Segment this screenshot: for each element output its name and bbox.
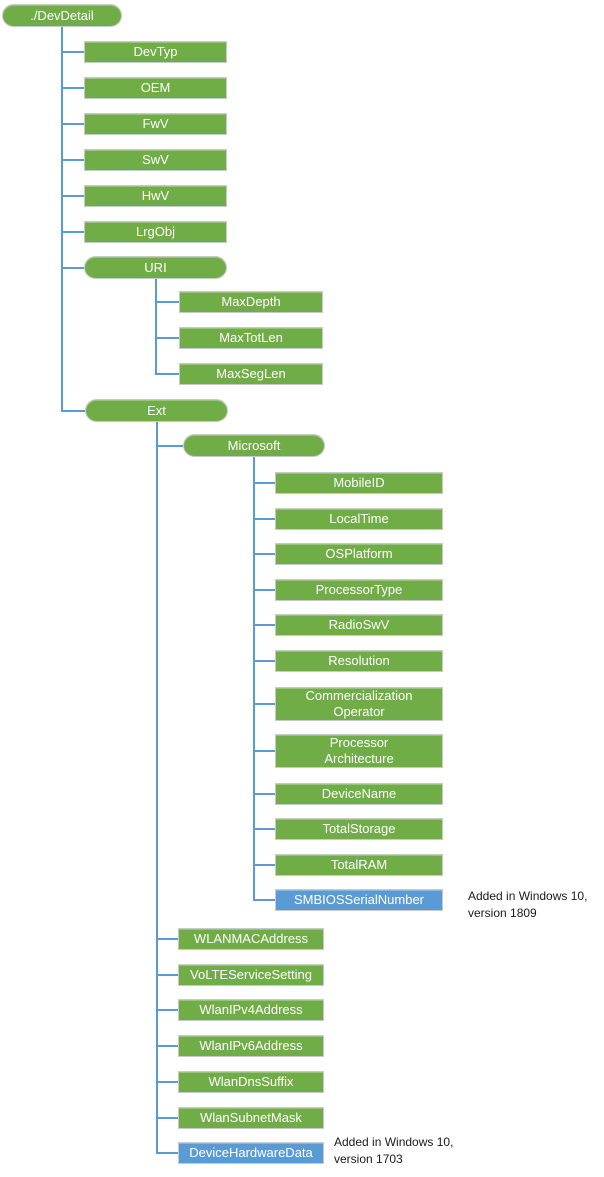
connector-line (157, 1081, 178, 1083)
node-processorarchitecture: Processor Architecture (275, 734, 443, 768)
connector-line (62, 159, 84, 161)
node-devicename: DeviceName (275, 783, 443, 805)
connector-line (157, 445, 183, 447)
node-fwv: FwV (84, 113, 227, 135)
node-swv: SwV (84, 149, 227, 171)
node-radioswv: RadioSwV (275, 614, 443, 636)
node-oem: OEM (84, 77, 227, 99)
node-devtyp: DevTyp (84, 41, 227, 63)
annotation-version-1703: Added in Windows 10, version 1703 (334, 1135, 454, 1166)
connector-line (156, 301, 179, 303)
node-microsoft: Microsoft (183, 434, 325, 457)
connector-line (62, 123, 84, 125)
connector-line (62, 267, 84, 269)
node-hwv: HwV (84, 185, 227, 207)
connector-line (254, 553, 275, 555)
connector-line (157, 1117, 178, 1119)
node-commercializationoperator: Commercialization Operator (275, 687, 443, 721)
annotation-version-1809: Added in Windows 10, version 1809 (468, 889, 588, 920)
node-wlanipv6address: WlanIPv6Address (178, 1035, 324, 1057)
connector-line (62, 231, 84, 233)
connector-line (62, 87, 84, 89)
connector-line (254, 864, 275, 866)
connector-line (254, 750, 275, 752)
node-totalram: TotalRAM (275, 854, 443, 876)
node-wlanipv4address: WlanIPv4Address (178, 999, 324, 1021)
connector-line (254, 899, 275, 901)
node-ext: Ext (85, 399, 228, 422)
connector-line (157, 974, 178, 976)
node-osplatform: OSPlatform (275, 543, 443, 565)
connector-line (62, 410, 85, 412)
node-maxdepth: MaxDepth (179, 291, 323, 313)
connector-line (254, 828, 275, 830)
node-totalstorage: TotalStorage (275, 818, 443, 840)
node-maxtotlen: MaxTotLen (179, 327, 323, 349)
node-smbiosserialnumber: SMBIOSSerialNumber (275, 889, 443, 911)
connector-line (254, 589, 275, 591)
node-voltesevicesetting: VoLTEServiceSetting (178, 964, 324, 986)
connector-line (156, 337, 179, 339)
connector-line (253, 457, 255, 901)
connector-line (254, 793, 275, 795)
connector-line (156, 373, 179, 375)
connector-line (62, 195, 84, 197)
connector-line (254, 624, 275, 626)
connector-line (157, 1009, 178, 1011)
connector-line (254, 660, 275, 662)
node-devdetail: ./DevDetail (2, 4, 122, 27)
connector-line (254, 482, 275, 484)
node-devicehardwaredata: DeviceHardwareData (178, 1142, 324, 1164)
connector-line (155, 279, 157, 375)
node-uri: URI (84, 256, 227, 279)
connector-line (157, 1045, 178, 1047)
node-wlandnssuffix: WlanDnsSuffix (178, 1071, 324, 1093)
connector-line (157, 1152, 178, 1154)
node-wlansubnetmask: WlanSubnetMask (178, 1107, 324, 1129)
node-resolution: Resolution (275, 650, 443, 672)
connector-line (254, 518, 275, 520)
connector-line (156, 422, 158, 1154)
connector-line (62, 51, 84, 53)
node-wlanmacaddress: WLANMACAddress (178, 928, 324, 950)
node-processortype: ProcessorType (275, 579, 443, 601)
node-maxseglen: MaxSegLen (179, 363, 323, 385)
node-localtime: LocalTime (275, 508, 443, 530)
connector-line (61, 27, 63, 412)
node-mobileid: MobileID (275, 472, 443, 494)
connector-line (254, 703, 275, 705)
node-lrgobj: LrgObj (84, 221, 227, 243)
connector-line (157, 938, 178, 940)
